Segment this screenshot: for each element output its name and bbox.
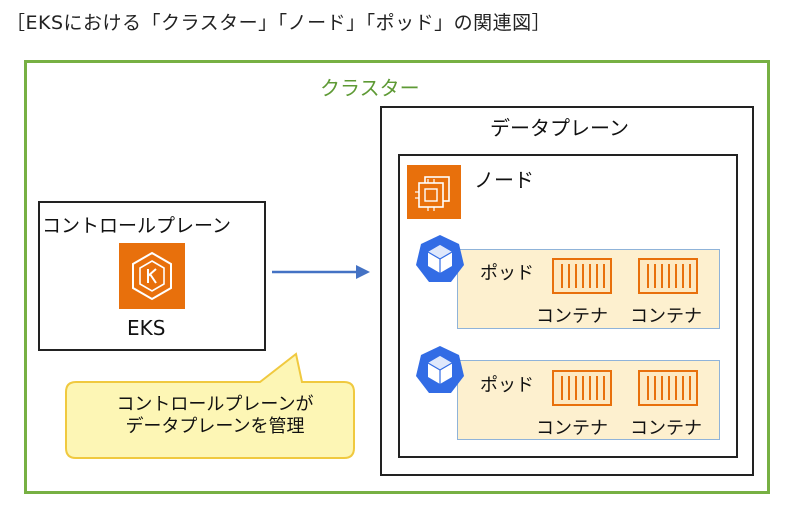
eks-label: EKS [127, 316, 166, 340]
cluster-label: クラスター [320, 76, 420, 100]
callout-line-1: コントロールプレーンが [116, 394, 314, 415]
cluster-box [24, 60, 770, 494]
eks-icon [119, 243, 185, 309]
control-plane-box [38, 201, 266, 351]
container-label: コンテナ [536, 306, 608, 327]
pod-label-2: ポッド [480, 375, 534, 396]
container-label: コンテナ [630, 418, 702, 439]
data-plane-label: データプレーン [490, 116, 629, 140]
callout-line-2: データプレーンを管理 [125, 416, 305, 437]
kubernetes-pod-icon [414, 233, 466, 285]
callout-bubble [64, 352, 360, 464]
container-icon [552, 258, 612, 294]
container-label: コンテナ [536, 418, 608, 439]
manage-arrow [272, 262, 372, 282]
kubernetes-pod-icon [414, 344, 466, 396]
node-label: ノード [474, 168, 534, 192]
diagram-title: ［EKSにおける「クラスター」「ノード」「ポッド」の関連図］ [6, 12, 552, 34]
pod-label-1: ポッド [480, 263, 534, 284]
container-icon [638, 370, 698, 406]
container-label: コンテナ [630, 306, 702, 327]
callout-text: コントロールプレーンが データプレーンを管理 [90, 394, 340, 438]
control-plane-label: コントロールプレーン [42, 215, 232, 237]
container-icon [638, 258, 698, 294]
container-icon [552, 370, 612, 406]
ec2-node-icon [407, 165, 461, 219]
